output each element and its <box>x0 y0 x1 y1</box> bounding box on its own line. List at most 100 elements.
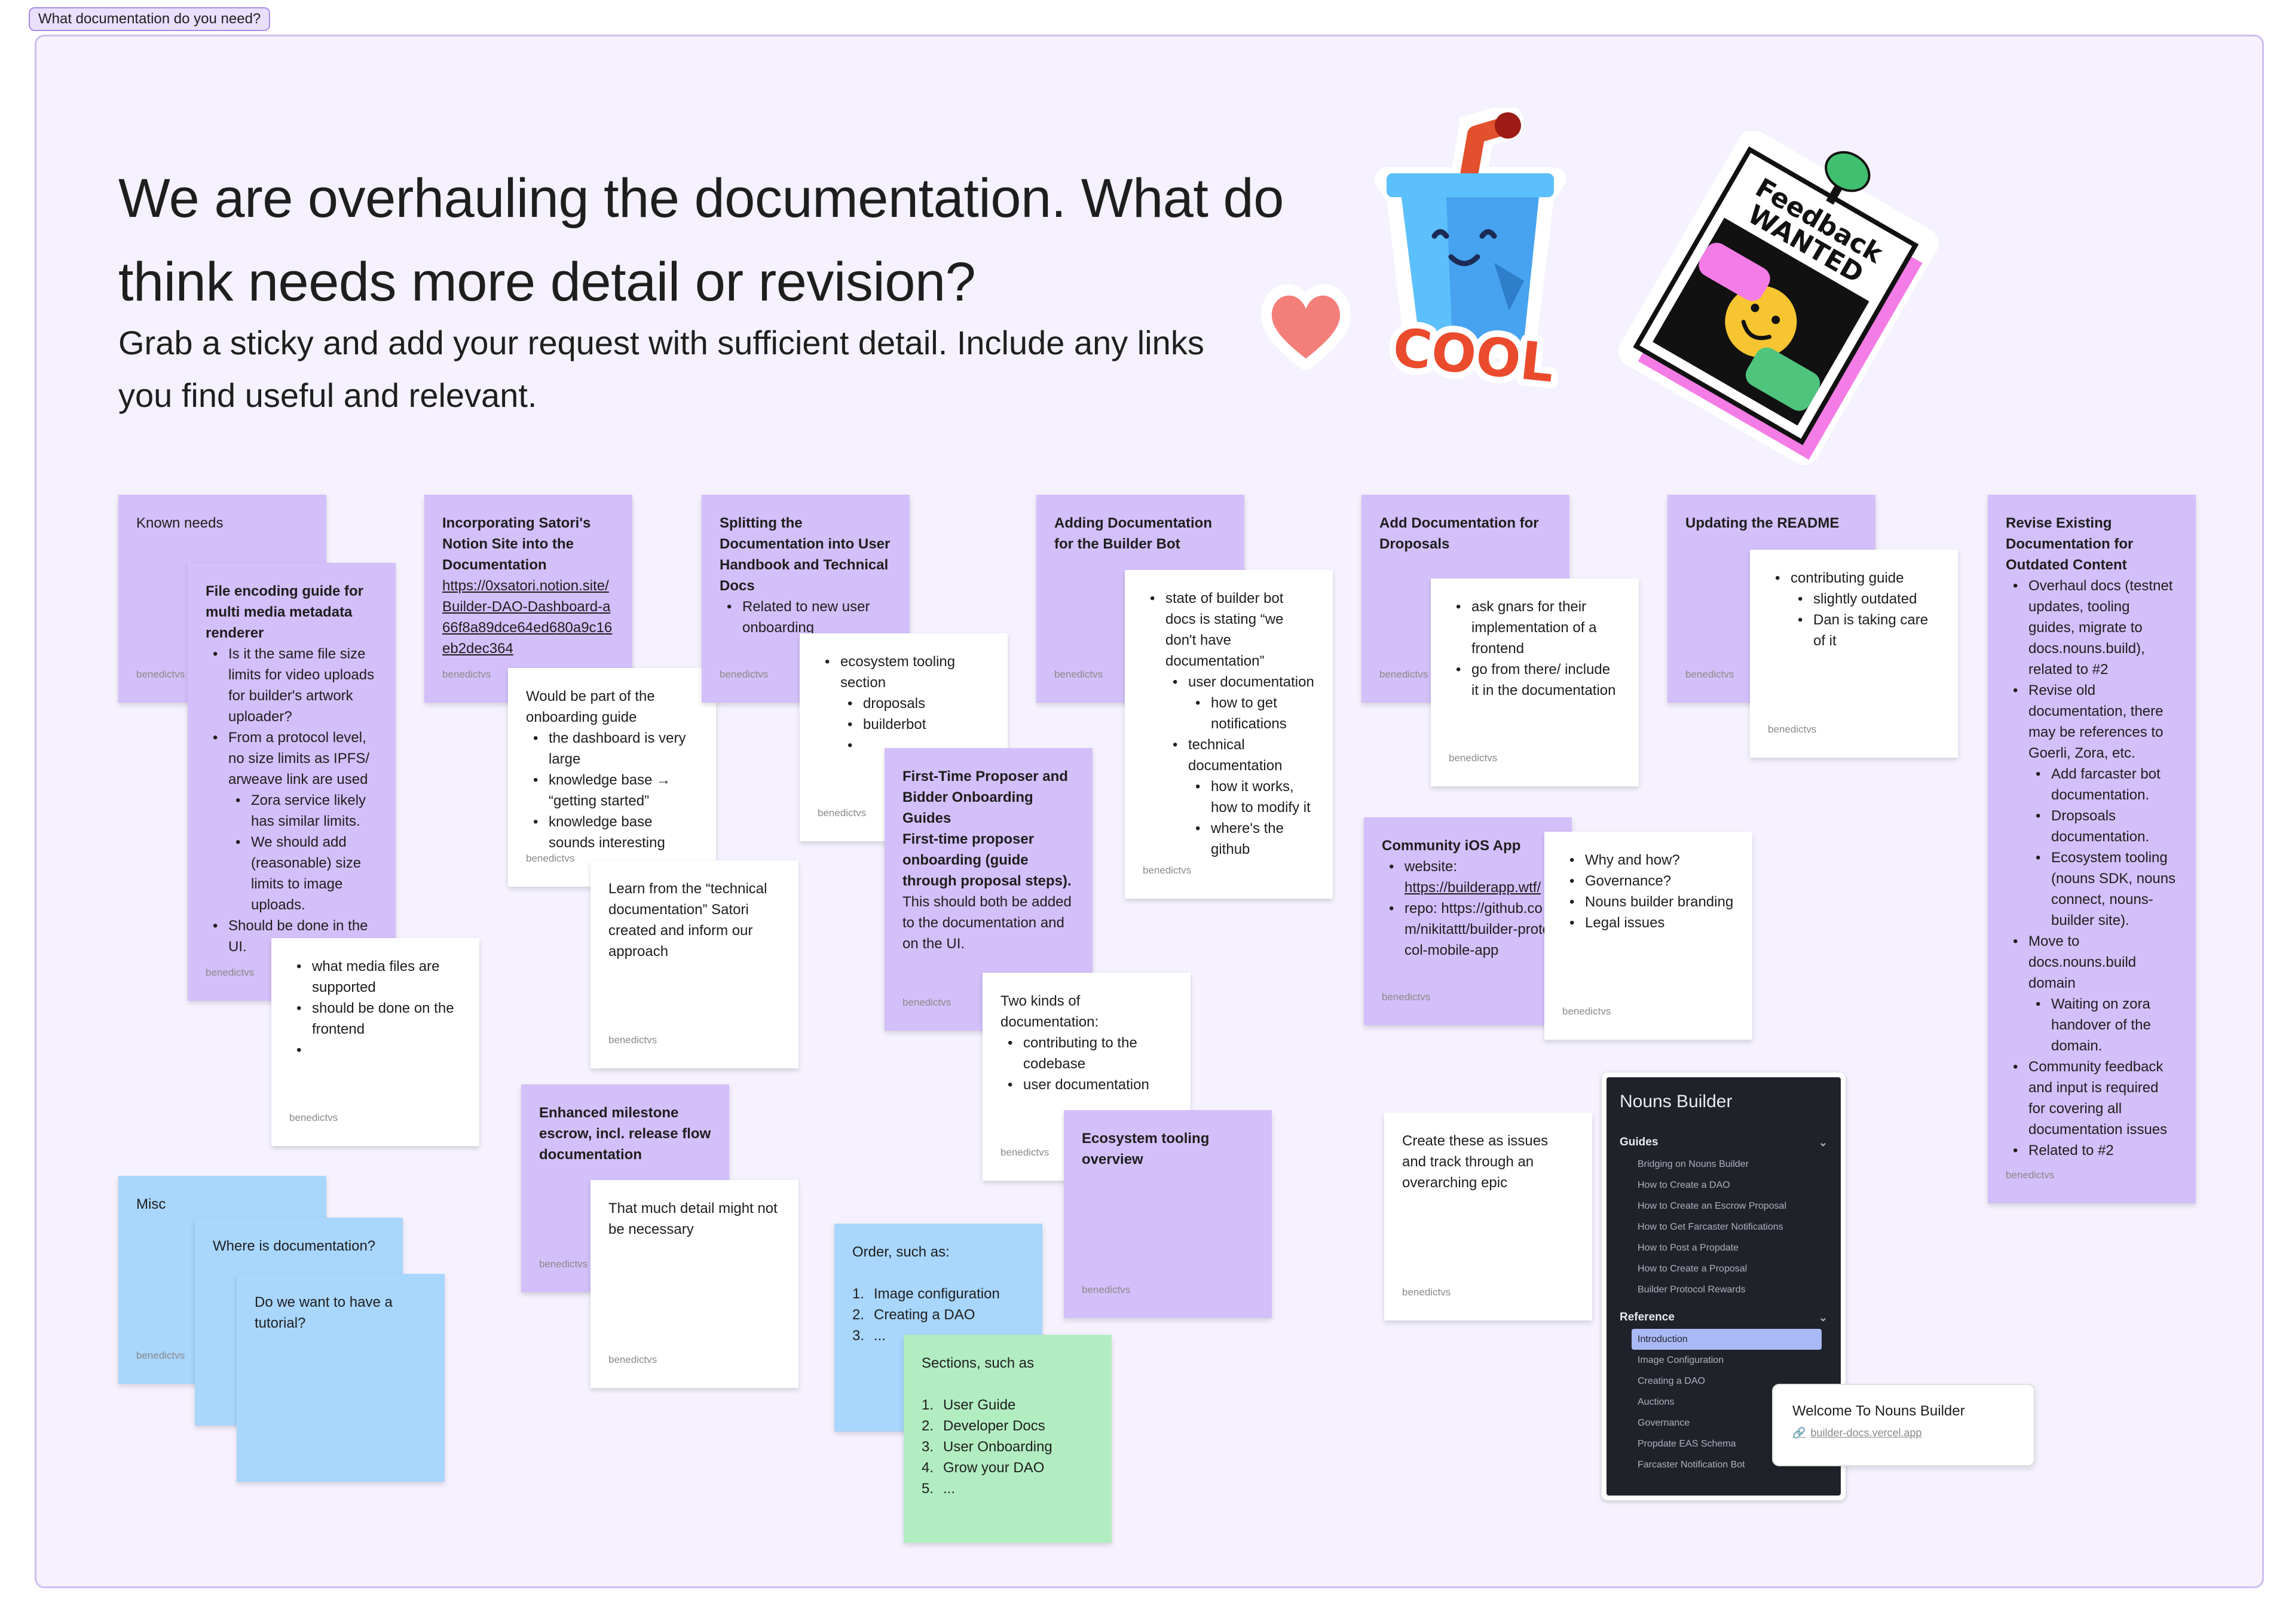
link-card-url[interactable]: 🔗builder-docs.vercel.app <box>1792 1427 1922 1439</box>
sticky-much-detail[interactable]: That much detail might not be necessary … <box>590 1180 798 1388</box>
list-item: repo: https://github.com/nikitattt/build… <box>1382 898 1554 961</box>
sticky-author: benedictvs <box>136 1350 185 1361</box>
section-label[interactable]: What documentation do you need? <box>29 7 271 31</box>
sticky-author: benedictvs <box>539 1258 588 1270</box>
list-item: technical documentation how it works, ho… <box>1165 734 1315 860</box>
docs-group-reference[interactable]: Reference ⌄ <box>1620 1311 1828 1324</box>
ios-website-link[interactable]: https://builderapp.wtf/ <box>1404 880 1541 896</box>
docs-nav-item[interactable]: Image Configuration <box>1638 1355 1724 1365</box>
list-item: Ecosystem tooling (nouns SDK, nouns conn… <box>2028 847 2178 931</box>
sticky-file-encoding[interactable]: File encoding guide for multi media meta… <box>188 563 396 1001</box>
docs-nav-item[interactable]: Builder Protocol Rewards <box>1638 1285 1746 1295</box>
sticky-tutorial[interactable]: Do we want to have a tutorial? <box>237 1274 445 1482</box>
sticky-title: Updating the README <box>1685 515 1840 531</box>
docs-group-label: Guides <box>1620 1136 1658 1148</box>
sticky-sections[interactable]: Sections, such as 1.User Guide 2.Develop… <box>904 1335 1112 1543</box>
sticky-text: Known needs <box>136 515 224 531</box>
list-item: Related to #2 <box>2006 1140 2178 1161</box>
sticky-author: benedictvs <box>1143 865 1192 876</box>
headline[interactable]: We are overhauling the documentation. Wh… <box>118 168 1284 312</box>
sticky-title: Adding Documentation for the Builder Bot <box>1054 515 1212 552</box>
list-item <box>840 735 990 756</box>
sticky-title: Enhanced milestone escrow, incl. release… <box>539 1105 711 1163</box>
heart-sticker[interactable] <box>1258 278 1354 373</box>
sticky-text: Learn from the “technical documentation”… <box>608 881 767 960</box>
list-item: Is it the same file size limits for vide… <box>206 644 378 727</box>
list-item: the dashboard is very large <box>526 728 698 770</box>
list-item: builderbot <box>840 714 990 735</box>
chevron-down-icon[interactable]: ⌄ <box>1818 1136 1828 1148</box>
sticky-bot-state[interactable]: state of builder bot docs is stating “we… <box>1125 570 1333 899</box>
list-item: how to get notifications <box>1188 693 1315 734</box>
sticky-revise-docs[interactable]: Revise Existing Documentation for Outdat… <box>1988 495 2196 1203</box>
list-item: 5.... <box>922 1481 956 1497</box>
chevron-down-icon[interactable]: ⌄ <box>1818 1311 1828 1323</box>
sticky-why-how[interactable]: Why and how? Governance? Nouns builder b… <box>1544 832 1752 1040</box>
list-item: Dropsoals documentation. <box>2028 805 2178 847</box>
sticky-title: Ecosystem tooling overview <box>1082 1130 1210 1168</box>
docs-group-guides[interactable]: Guides ⌄ <box>1620 1136 1828 1149</box>
sticky-author: benedictvs <box>1402 1286 1451 1298</box>
sticky-gnars[interactable]: ask gnars for their implementation of a … <box>1431 578 1639 786</box>
list-item: 1.Image configuration <box>852 1286 1000 1302</box>
subline[interactable]: Grab a sticky and add your request with … <box>118 324 1204 414</box>
sticky-author: benedictvs <box>1685 669 1734 680</box>
list-item: Nouns builder branding <box>1562 891 1734 912</box>
list-item: what media files are supported <box>289 956 461 998</box>
sticky-author: benedictvs <box>1054 669 1103 680</box>
sticky-text: That much detail might not be necessary <box>608 1200 778 1237</box>
sticky-learn-from-satori[interactable]: Learn from the “technical documentation”… <box>590 860 798 1068</box>
docs-nav-item[interactable]: How to Create a DAO <box>1638 1180 1730 1190</box>
list-item: knowledge base sounds interesting <box>526 811 698 853</box>
sticky-text: Do we want to have a tutorial? <box>255 1294 393 1331</box>
docs-nav-item[interactable]: How to Post a Propdate <box>1638 1243 1739 1253</box>
sticky-text: Would be part of the onboarding guide <box>526 688 655 725</box>
sticky-text: Order, such as: <box>852 1244 950 1260</box>
link-card-title: Welcome To Nouns Builder <box>1792 1403 1965 1419</box>
list-item: Add farcaster bot documentation. <box>2028 764 2178 805</box>
sticky-text: Sections, such as <box>922 1355 1035 1371</box>
list-item: ecosystem tooling section droposals buil… <box>818 651 990 756</box>
sticky-author: benedictvs <box>1082 1284 1131 1295</box>
sticky-author: benedictvs <box>1449 752 1498 764</box>
docs-title: Nouns Builder <box>1620 1092 1733 1111</box>
docs-nav-item[interactable]: Bridging on Nouns Builder <box>1638 1159 1749 1169</box>
sticky-title: First-Time Proposer and Bidder Onboardin… <box>902 768 1068 826</box>
docs-nav-item[interactable]: Governance <box>1638 1418 1690 1428</box>
docs-nav-item[interactable]: Propdate EAS Schema <box>1638 1439 1736 1449</box>
list-item: should be done on the frontend <box>289 998 461 1040</box>
list-item: Revise old documentation, there may be r… <box>2006 680 2178 931</box>
list-item: droposals <box>840 693 990 714</box>
sticky-text: Create these as issues and track through… <box>1402 1133 1549 1191</box>
docs-nav-item[interactable]: How to Create an Escrow Proposal <box>1638 1201 1786 1211</box>
list-item: contributing guide slightly outdated Dan… <box>1768 568 1940 651</box>
list-item: 2.Developer Docs <box>922 1418 1045 1434</box>
sticky-create-issues[interactable]: Create these as issues and track through… <box>1384 1113 1592 1320</box>
feedback-wanted-sticker[interactable]: Feedback WANTED <box>1614 131 1948 466</box>
list-item: Why and how? <box>1562 850 1734 871</box>
list-item: Legal issues <box>1562 912 1734 933</box>
docs-nav-item[interactable]: How to Create a Proposal <box>1638 1264 1748 1274</box>
docs-nav-item[interactable]: How to Get Farcaster Notifications <box>1638 1222 1783 1232</box>
docs-nav-item[interactable]: Creating a DAO <box>1638 1376 1705 1386</box>
docs-nav-item[interactable]: Introduction <box>1632 1329 1822 1350</box>
link-card[interactable]: Welcome To Nouns Builder 🔗builder-docs.v… <box>1772 1384 2035 1466</box>
satori-link[interactable]: https://0xsatori.notion.site/Builder-DAO… <box>442 578 613 657</box>
docs-nav-item[interactable]: Auctions <box>1638 1397 1675 1407</box>
list-item: Related to new user onboarding <box>720 596 892 638</box>
sticky-onboarding-guide[interactable]: Would be part of the onboarding guide th… <box>508 668 716 887</box>
list-item: 3.... <box>852 1328 886 1344</box>
sticky-ios-app[interactable]: Community iOS App website: https://build… <box>1364 817 1572 1025</box>
list-item: Should be done in the UI. <box>206 915 378 957</box>
list-item <box>289 1040 461 1061</box>
list-item: Dan is taking care of it <box>1791 609 1940 651</box>
sticky-author: benedictvs <box>289 1112 338 1123</box>
sticky-contributing-guide[interactable]: contributing guide slightly outdated Dan… <box>1750 550 1958 758</box>
sticky-author: benedictvs <box>2006 1169 2055 1181</box>
cool-cup-sticker[interactable]: COOL COOL <box>1363 108 1578 400</box>
list-item: contributing to the codebase <box>1000 1032 1173 1074</box>
sticky-ecosystem-overview[interactable]: Ecosystem tooling overview benedictvs <box>1064 1110 1272 1318</box>
docs-nav-item[interactable]: Farcaster Notification Bot <box>1638 1460 1745 1470</box>
sticky-media-files[interactable]: what media files are supported should be… <box>271 938 479 1146</box>
